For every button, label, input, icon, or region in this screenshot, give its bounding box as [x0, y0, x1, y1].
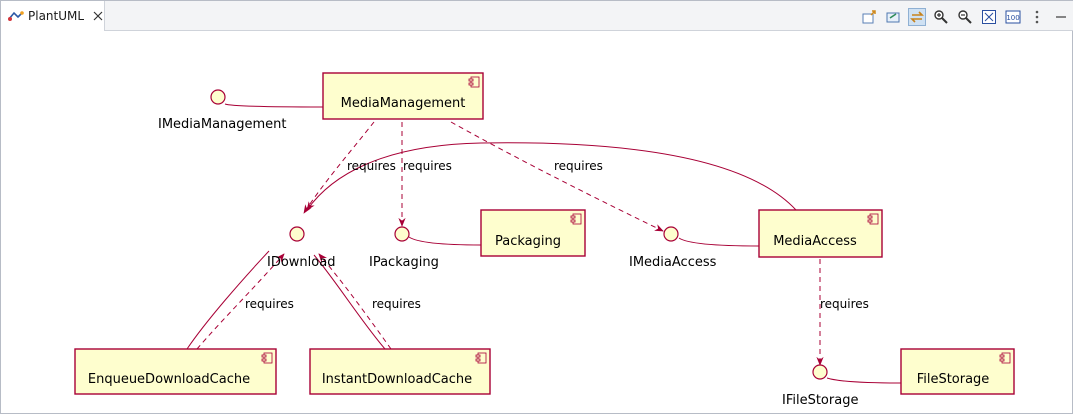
zoom-out-button[interactable] — [956, 8, 974, 26]
zoom-in-button[interactable] — [932, 8, 950, 26]
requires-label: requires — [245, 297, 294, 311]
interface-ipackaging[interactable] — [394, 226, 410, 242]
interface-label: IDownload — [267, 255, 335, 270]
link-enqueue-idownload — [186, 250, 270, 350]
interface-idownload[interactable] — [289, 226, 305, 242]
view-menu-button[interactable] — [1028, 8, 1046, 26]
link-packaging-ipackaging — [408, 236, 482, 246]
interface-label: IMediaAccess — [629, 255, 717, 270]
requires-label: requires — [820, 297, 869, 311]
component-icon — [475, 352, 487, 364]
link-button[interactable] — [884, 8, 902, 26]
plantuml-icon — [8, 11, 24, 21]
link-filestorage-ifilestorage — [826, 377, 902, 384]
component-label: InstantDownloadCache — [322, 372, 472, 387]
zoom-in-icon — [934, 10, 948, 24]
link-mediamanagement-imediamanagement — [224, 103, 324, 108]
requires-labels: requires requires requires requires requ… — [245, 159, 869, 311]
interface-label: IMediaManagement — [158, 117, 287, 132]
component-icon — [468, 76, 480, 88]
requires-label: requires — [372, 297, 421, 311]
interface-imediaaccess[interactable] — [663, 226, 679, 242]
zoom-out-icon — [958, 10, 972, 24]
requires-label: requires — [403, 159, 452, 173]
dep-mm-imediaaccess — [450, 121, 664, 232]
link-instant-idownload — [313, 254, 386, 350]
component-mediaaccess[interactable]: MediaAccess — [758, 209, 883, 258]
view-toolbar: 100 — [854, 8, 1070, 26]
dep-mm-idownload — [303, 121, 375, 214]
component-label: EnqueueDownloadCache — [88, 372, 250, 387]
requires-label: requires — [554, 159, 603, 173]
export-button[interactable] — [860, 8, 878, 26]
interface-label: IPackaging — [369, 255, 439, 270]
close-icon[interactable] — [93, 11, 103, 21]
component-instantdownloadcache[interactable]: InstantDownloadCache — [309, 348, 491, 395]
link-icon — [886, 12, 900, 23]
component-icon — [570, 213, 582, 225]
zoom-100-button[interactable]: 100 — [1004, 8, 1022, 26]
requires-label: requires — [347, 159, 396, 173]
interface-ifilestorage[interactable] — [812, 364, 828, 380]
interface-links — [186, 103, 902, 384]
component-label: Packaging — [495, 234, 561, 249]
interface-imediamanagement[interactable] — [210, 89, 226, 105]
sync-button[interactable] — [908, 8, 926, 26]
diagram-canvas: requires requires requires requires requ… — [74, 72, 1015, 408]
export-icon — [862, 10, 876, 24]
component-icon — [999, 352, 1011, 364]
component-label: FileStorage — [917, 372, 990, 387]
component-packaging[interactable]: Packaging — [480, 209, 586, 257]
sync-icon — [910, 11, 924, 23]
tab-plantuml[interactable]: PlantUML — [1, 1, 105, 31]
dep-enqueue-idownload — [196, 253, 285, 350]
zoom-100-icon: 100 — [1005, 10, 1021, 24]
component-filestorage[interactable]: FileStorage — [900, 348, 1015, 395]
dep-instant-idownload — [318, 253, 392, 350]
tab-label: PlantUML — [28, 9, 85, 23]
link-mediaaccess-idownload — [306, 142, 797, 211]
interfaces: IMediaManagement IDownload IPackaging IM… — [158, 89, 858, 408]
zoom-100-label: 100 — [1006, 14, 1019, 22]
tab-bar: PlantUML — [1, 1, 1073, 31]
view-menu-icon — [1035, 10, 1039, 24]
requires-links — [196, 121, 824, 366]
link-mediaaccess-imediaaccess — [678, 237, 760, 247]
interface-label: IFileStorage — [782, 393, 858, 408]
component-enqueuedownloadcache[interactable]: EnqueueDownloadCache — [74, 348, 277, 395]
minimize-button[interactable] — [1052, 8, 1070, 26]
component-label: MediaAccess — [773, 234, 857, 249]
component-label: MediaManagement — [341, 96, 466, 111]
component-icon — [867, 213, 879, 225]
fit-button[interactable] — [980, 8, 998, 26]
fit-icon — [982, 10, 996, 24]
component-icon — [261, 352, 273, 364]
minimize-icon — [1056, 16, 1066, 18]
component-mediamanagement[interactable]: MediaManagement — [322, 72, 484, 120]
